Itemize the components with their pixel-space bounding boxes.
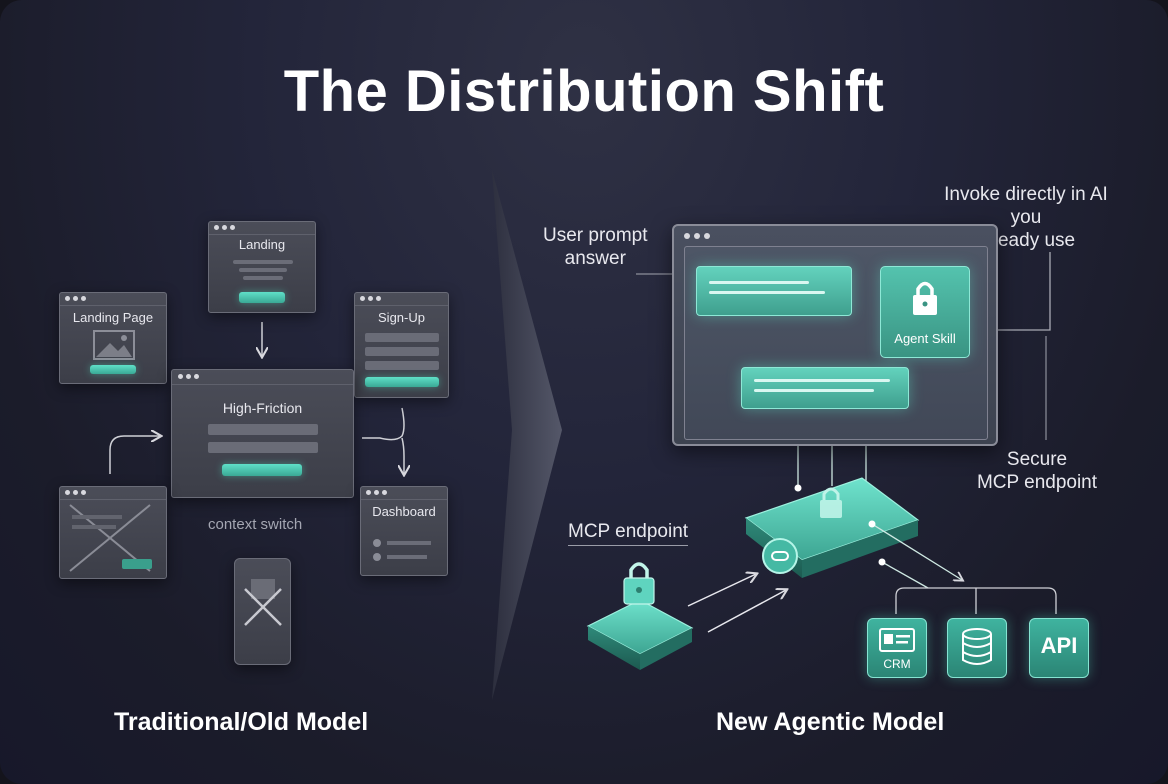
image-placeholder-icon	[93, 330, 135, 360]
crm-service: CRM	[867, 618, 927, 678]
high-friction-submit-button	[222, 464, 302, 476]
sign-up-submit-button	[365, 377, 439, 387]
landing-cta-button	[239, 292, 285, 303]
lock-icon	[623, 562, 655, 605]
agent-skill-card: Agent Skill	[880, 266, 970, 358]
landing-window-label: Landing	[238, 237, 286, 252]
mobile-device	[234, 558, 291, 665]
user-prompt-label: User prompt answer	[543, 225, 648, 269]
landing-page-cta-button	[90, 365, 136, 374]
dashboard-window: Dashboard	[360, 486, 448, 576]
sign-up-window-label: Sign-Up	[378, 310, 425, 325]
chat-bubble-user	[696, 266, 852, 316]
crm-label: CRM	[883, 657, 911, 671]
lock-icon	[913, 281, 937, 315]
database-service	[947, 618, 1007, 678]
secure-mcp-label: Secure MCP endpoint	[976, 449, 1098, 493]
right-caption: New Agentic Model	[716, 708, 945, 736]
landing-page-window: Landing Page	[59, 292, 167, 384]
landing-window: Landing	[208, 221, 316, 313]
page-title: The Distribution Shift	[283, 59, 885, 124]
arrow-to-high-friction	[109, 436, 160, 474]
invoke-label: Invoke directly in AI you already use	[944, 184, 1108, 251]
broken-page-window	[59, 486, 167, 579]
left-caption: Traditional/Old Model	[114, 708, 369, 736]
sign-up-window: Sign-Up	[354, 292, 449, 398]
cross-out-icon	[244, 579, 282, 626]
high-friction-window-label: High-Friction	[222, 400, 303, 416]
link-icon	[762, 538, 798, 574]
api-service: API	[1029, 618, 1089, 678]
lock-icon	[820, 487, 842, 518]
dashboard-window-label: Dashboard	[372, 504, 436, 519]
id-card-icon	[879, 628, 915, 652]
high-friction-window: High-Friction	[171, 369, 354, 498]
arrow-to-dashboard	[402, 437, 404, 474]
mcp-endpoint-label: MCP endpoint	[568, 521, 689, 546]
database-icon	[962, 628, 992, 665]
agent-skill-label: Agent Skill	[894, 331, 956, 346]
leader-invoke	[976, 252, 1051, 330]
api-label: API	[1040, 633, 1078, 658]
dashboard-list-icon	[373, 539, 431, 561]
chat-bubble-agent	[741, 367, 909, 409]
landing-page-window-label: Landing Page	[72, 310, 154, 325]
divider-chevron	[492, 170, 562, 700]
context-switch-label: context switch	[208, 516, 303, 533]
mcp-endpoint-platform	[586, 599, 694, 670]
arrow-signup-down	[362, 407, 405, 441]
cross-out-icon	[69, 504, 152, 572]
